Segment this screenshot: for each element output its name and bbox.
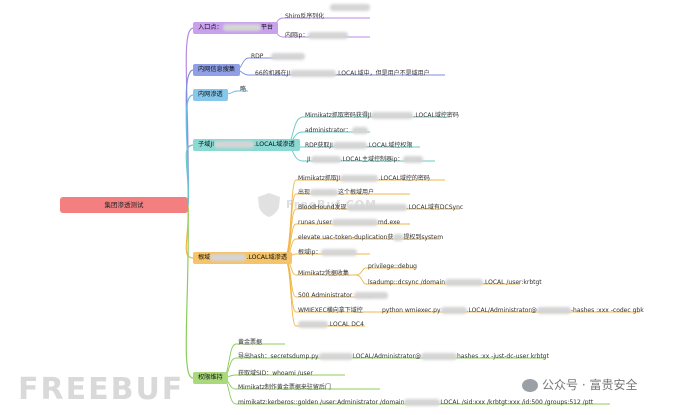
parent-item-wmiexec-cmd: python wmiexec.py.LOCAL/Administrator@-h… [382,307,644,314]
lateral-item: 略 [240,86,247,93]
parent-item-mimikatz: Mimikatz抓取JI.LOCAL域控的密码 [298,175,430,182]
parent-item-elevate: elevate uac-token-duplication获提权到system [298,234,444,241]
parent-item-dc4: .LOCAL DC4 [298,320,364,329]
branch-parentdomain: 根域.LOCAL域渗透 [193,252,293,264]
subdomain-item-rdp: RDP获取JI.LOCAL域控权限 [305,142,413,149]
parent-item-user: 出现这个根域用户 [298,189,375,196]
parent-item-ip: 根域ip： [298,248,358,257]
wechat-icon [522,379,538,392]
freebuf-shield-icon [258,193,280,217]
intel-item-rdp: RDP [251,52,306,61]
entry-redacted [330,4,370,11]
persist-item-mimikatz-golden: mimikatz:kerberos::golden /user:Administ… [238,399,594,406]
entry-item-shiro: Shiro反序列化 [285,13,325,20]
connector-persistence [185,204,194,379]
freebuf-watermark: FREEBUF [18,372,185,407]
branch-subdomain: 子域JI.LOCAL域渗透 [193,139,300,151]
root-topic: 集团渗透测试 [60,197,188,213]
connector-subdomain [185,144,194,206]
parent-item-wmiexec: WMIEXEC横向拿下域控 [298,307,363,314]
parent-item-credcollect: Mimikatz凭据收集 [298,270,349,277]
parent-item-privdebug: privilege::debug [368,263,417,270]
parent-item-admin500: 500 Administrator [298,291,389,300]
subdomain-item-dcip: JI.LOCAL主域控制器ip： [307,155,424,164]
parent-item-bloodhound: BloodHound发现.LOCAL域有DCSync [298,204,464,211]
parent-item-dcsync: lsadump::dcsync /domain.LOCAL /user:krbt… [368,279,542,286]
subdomain-item-admin: administrator： [305,126,368,135]
connector-parentdomain [185,204,194,259]
branch-lateral: 内网渗透 [193,89,228,101]
branch-entry: 入口点：平台 [193,22,279,34]
persist-item-sid: 获取域SID：whoami /user [238,370,313,377]
persist-item-golden: 黄金票据 [238,339,263,346]
wechat-account: 公众号 · 富贵安全 [522,376,637,393]
branch-intel: 内网信息搜集 [193,64,241,76]
intel-item-machine: 66的机器在JI.LOCAL域中，但是用户不是域用户 [255,70,430,77]
entry-item-ip: 内网ip： [285,31,349,40]
persist-item-backdoor: Mimikatz制作黄金票据来驻留后门 [238,384,331,391]
branch-persistence: 权限维持 [193,372,228,384]
subdomain-item-mimikatz: Mimikatz抓取密码获得JI.LOCAL域控密码 [305,112,459,119]
